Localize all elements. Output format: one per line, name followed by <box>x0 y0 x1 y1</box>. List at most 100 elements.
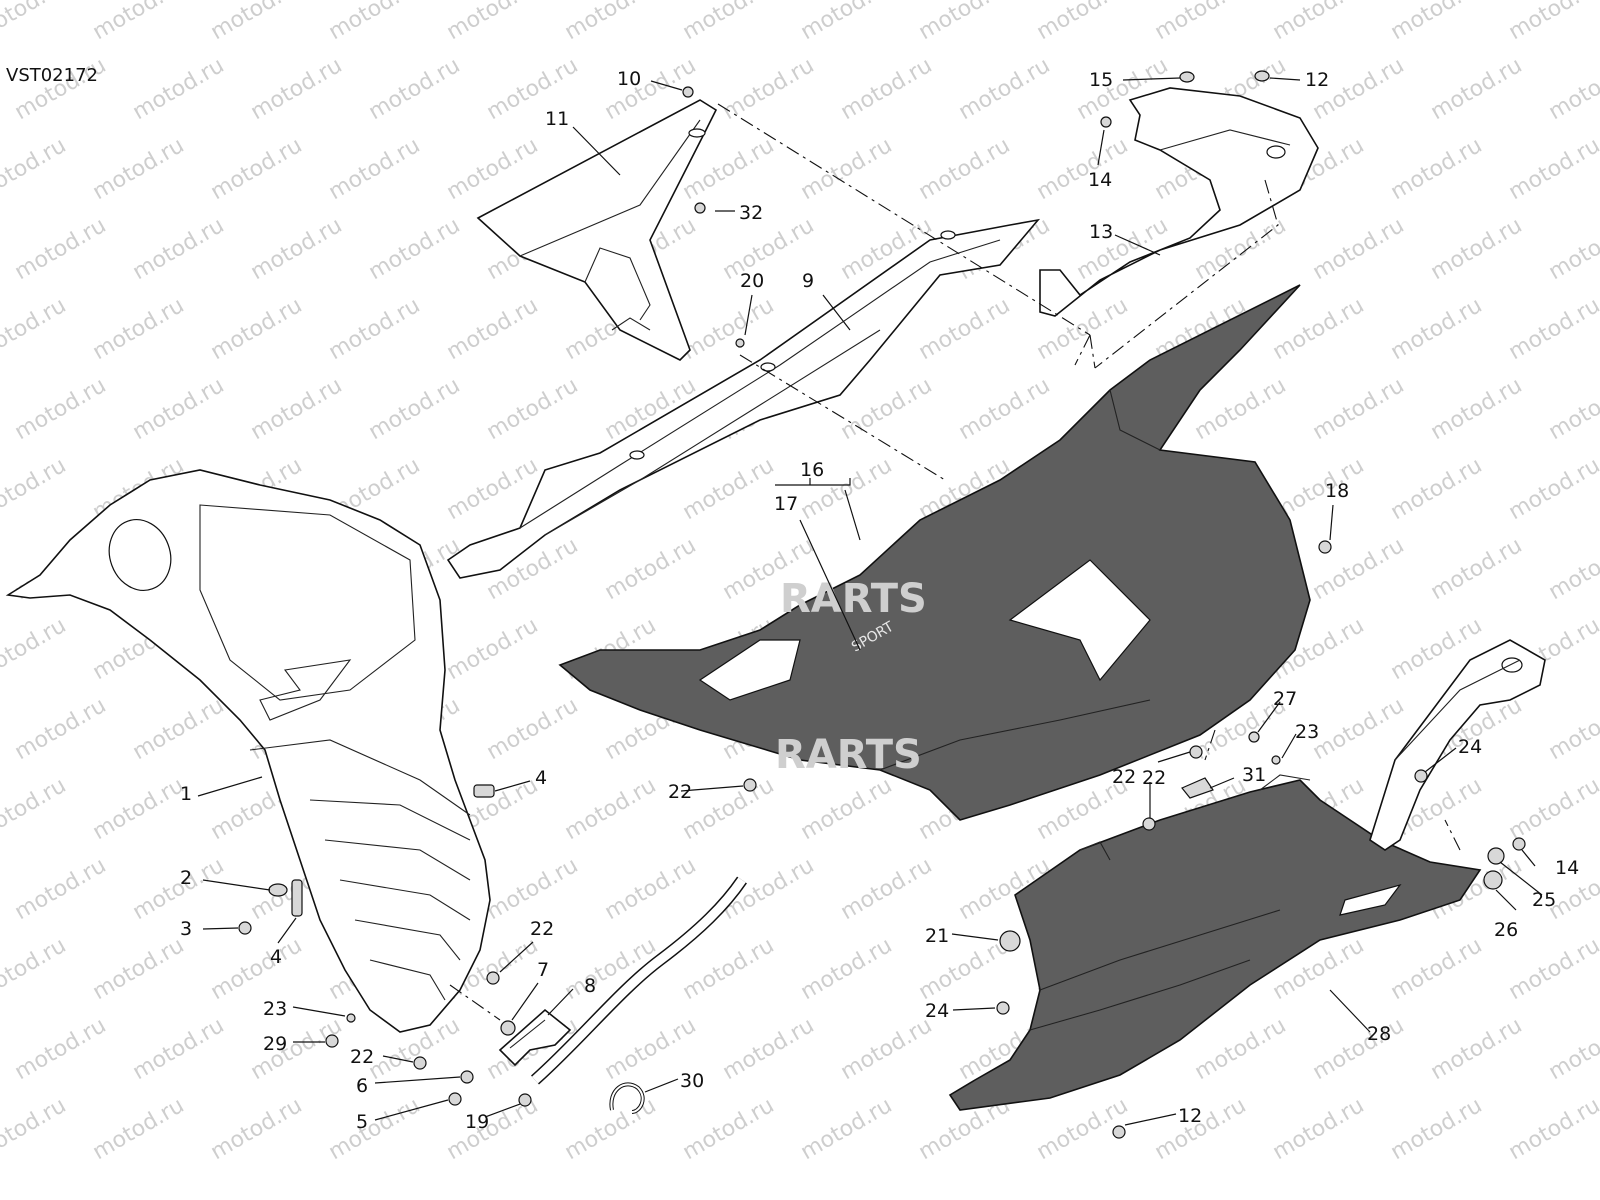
washer-25 <box>1487 847 1505 865</box>
watermark-text: motod.ru <box>679 453 779 525</box>
watermark-text: motod.ru <box>679 933 779 1005</box>
screw-18 <box>1318 540 1332 554</box>
watermark-text: motod.ru <box>561 773 661 845</box>
callout-7: 7 <box>537 959 549 981</box>
grommet-7 <box>500 1020 516 1036</box>
callout-22-right-b: 22 <box>1142 767 1166 789</box>
clip-24-a <box>1414 769 1428 783</box>
part-30-clamp <box>609 1082 645 1114</box>
watermark-text: motod.ru <box>1387 933 1487 1005</box>
watermark-text: motod.ru <box>1545 53 1600 125</box>
watermark-text: motod.ru <box>1505 773 1600 845</box>
callout-9: 9 <box>802 270 814 292</box>
part-16-side-fairing: RARTS RARTS SPORT <box>558 284 1311 821</box>
watermark-text: motod.ru <box>601 533 701 605</box>
watermark-text: motod.ru <box>1427 373 1527 445</box>
watermark-text: motod.ru <box>0 1093 70 1165</box>
watermark-text: motod.ru <box>129 373 229 445</box>
callout-26: 26 <box>1494 919 1518 941</box>
part-1-front-fairing <box>5 469 491 1033</box>
callout-25: 25 <box>1532 889 1556 911</box>
watermark-text: motod.ru <box>1505 0 1600 45</box>
watermark-text: motod.ru <box>1387 133 1487 205</box>
watermark-text: motod.ru <box>89 773 189 845</box>
callout-22-right-a: 22 <box>1112 766 1136 788</box>
grommet-6 <box>460 1070 474 1084</box>
nut-22-d <box>486 971 500 985</box>
watermark-text: motod.ru <box>11 1013 111 1085</box>
grommet-4-a <box>473 784 495 798</box>
callout-22-center: 22 <box>668 781 692 803</box>
watermark-text: motod.ru <box>11 373 111 445</box>
hardware <box>238 70 1526 1139</box>
callout-24-lower: 24 <box>925 1000 949 1022</box>
watermark-text: motod.ru <box>797 0 897 45</box>
callout-labels: 10 11 32 15 12 14 13 20 9 16 17 18 27 23… <box>180 68 1579 1133</box>
nut-22-a <box>1189 745 1203 759</box>
watermark-text: motod.ru <box>601 853 701 925</box>
screw-5 <box>448 1092 462 1106</box>
screw-32 <box>694 202 706 214</box>
callout-18: 18 <box>1325 480 1349 502</box>
watermark-text: motod.ru <box>719 1013 819 1085</box>
callout-16: 16 <box>800 459 824 481</box>
watermark-text: motod.ru <box>1033 133 1133 205</box>
callout-27: 27 <box>1273 688 1297 710</box>
watermark-text: motod.ru <box>1387 1093 1487 1165</box>
watermark-text: motod.ru <box>207 0 307 45</box>
part-24-bracket <box>1369 639 1546 851</box>
watermark-text: motod.ru <box>1033 0 1133 45</box>
watermark-text: motod.ru <box>1191 1013 1291 1085</box>
callout-12-bottom: 12 <box>1178 1105 1202 1127</box>
grommet-15 <box>1179 71 1195 83</box>
grommet-2 <box>268 883 288 897</box>
watermark-text: motod.ru <box>483 693 583 765</box>
watermark-text: motod.ru <box>837 53 937 125</box>
watermark-text: motod.ru <box>325 133 425 205</box>
watermark-text: motod.ru <box>1387 293 1487 365</box>
part-11-inner-panel <box>476 99 718 361</box>
callout-31: 31 <box>1242 764 1266 786</box>
callout-14-top: 14 <box>1088 169 1112 191</box>
watermark-text: motod.ru <box>797 773 897 845</box>
callout-22-left-b: 22 <box>350 1046 374 1068</box>
screw-3 <box>238 921 252 935</box>
callout-29: 29 <box>263 1033 287 1055</box>
watermark-text: motod.ru <box>719 53 819 125</box>
grommet-10 <box>682 86 694 98</box>
part-31 <box>1181 777 1214 799</box>
watermark-text: motod.ru <box>1269 0 1369 45</box>
watermark-text: motod.ru <box>679 0 779 45</box>
watermark-text: motod.ru <box>797 133 897 205</box>
watermark-text: motod.ru <box>1505 293 1600 365</box>
watermark-text: motod.ru <box>797 1093 897 1165</box>
watermark-text: motod.ru <box>837 853 937 925</box>
watermark-text: motod.ru <box>1545 693 1600 765</box>
brand-mark-upper: RARTS <box>780 576 927 622</box>
watermark-text: motod.ru <box>443 293 543 365</box>
watermark-text: motod.ru <box>1387 453 1487 525</box>
watermark-text: motod.ru <box>1151 0 1251 45</box>
watermark-text: motod.ru <box>679 293 779 365</box>
watermark-text: motod.ru <box>1505 933 1600 1005</box>
watermark-text: motod.ru <box>561 0 661 45</box>
watermark-text: motod.ru <box>247 213 347 285</box>
diagram-code: VST02172 <box>6 65 98 86</box>
callout-2: 2 <box>180 867 192 889</box>
watermark-text: motod.ru <box>837 1013 937 1085</box>
watermark-text: motod.ru <box>1309 693 1409 765</box>
callout-11: 11 <box>545 108 569 130</box>
callout-6: 6 <box>356 1075 368 1097</box>
watermark-text: motod.ru <box>1505 1093 1600 1165</box>
watermark-text: motod.ru <box>679 773 779 845</box>
callout-28: 28 <box>1367 1023 1391 1045</box>
screw-27 <box>1248 731 1260 743</box>
callout-10: 10 <box>617 68 641 90</box>
watermark-text: motod.ru <box>89 1093 189 1165</box>
watermark-text: motod.ru <box>129 693 229 765</box>
watermark-text: motod.ru <box>365 53 465 125</box>
watermark-text: motod.ru <box>0 293 70 365</box>
grommet-4-b <box>291 879 303 917</box>
watermark-text: motod.ru <box>0 453 70 525</box>
